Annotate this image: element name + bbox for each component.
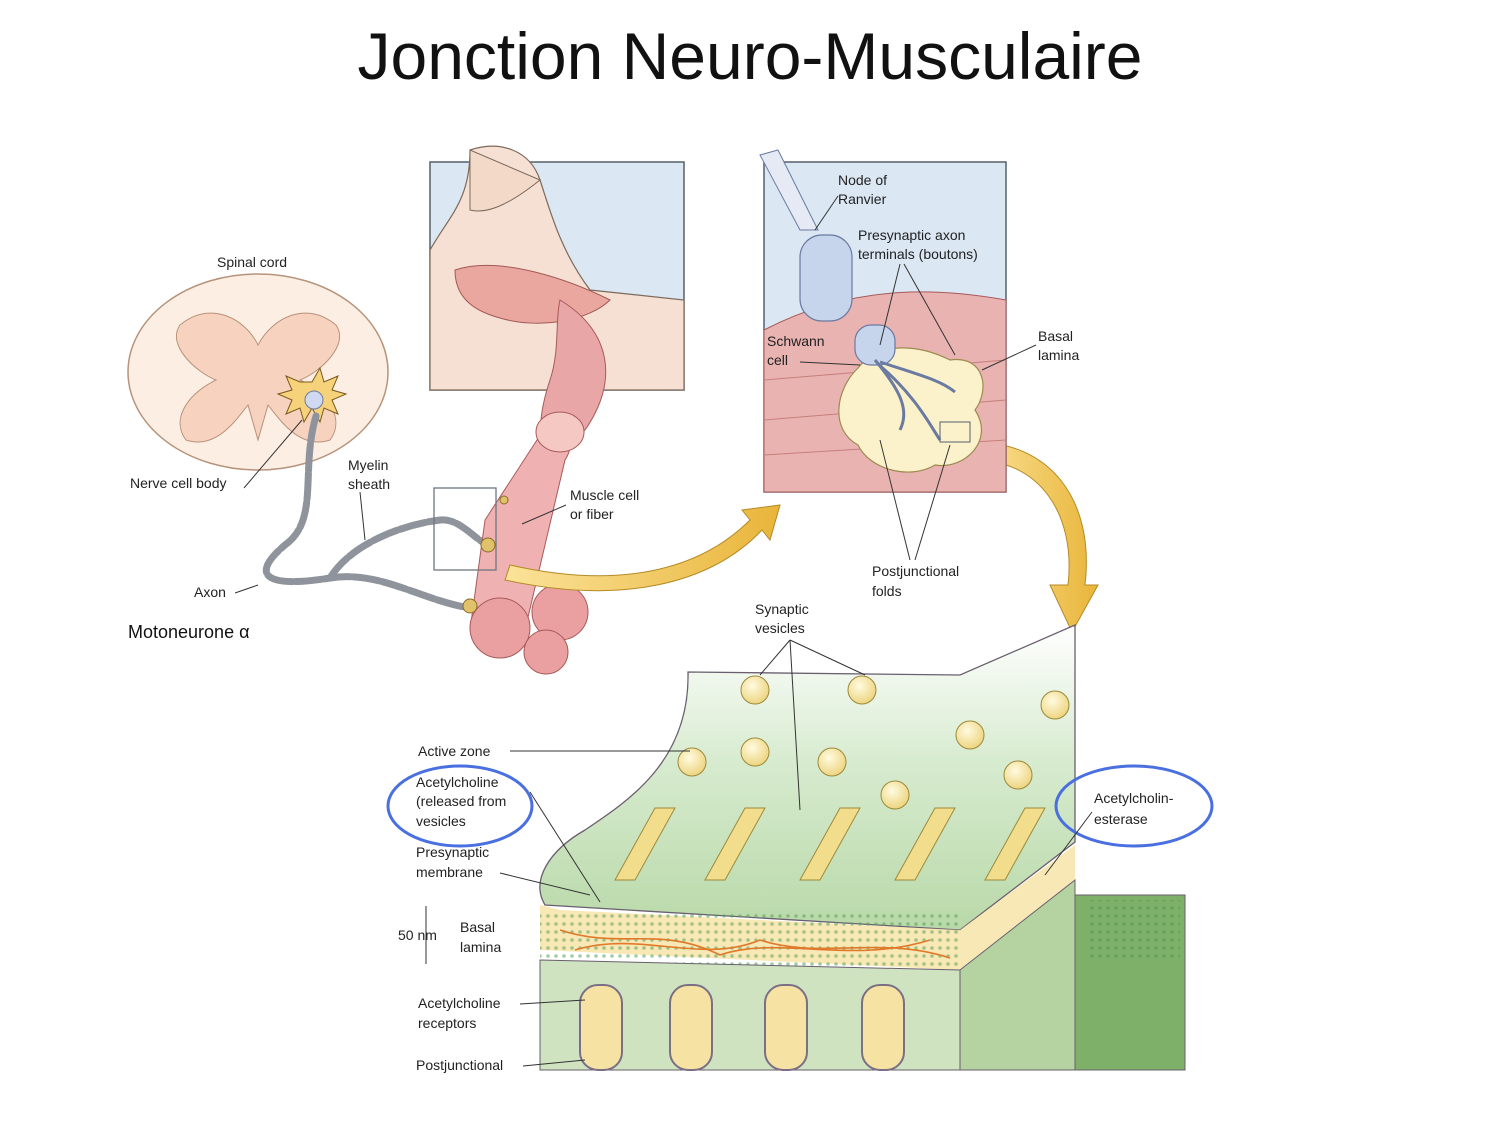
leader-lines (234, 195, 1093, 1067)
label-myelin-2: sheath (348, 476, 390, 492)
label-node-ranvier-2: Ranvier (838, 191, 887, 207)
label-muscle-cell-2: or fiber (570, 506, 614, 522)
spinal-cord (127, 273, 389, 471)
axon-branch (326, 516, 492, 582)
label-spinal-cord: Spinal cord (217, 254, 287, 270)
label-node-ranvier-1: Node of (838, 172, 887, 188)
label-muscle-cell-1: Muscle cell (570, 487, 639, 503)
label-ach-released-3: vesicles (416, 813, 466, 829)
label-active-zone: Active zone (418, 743, 491, 759)
terminal-panel (759, 149, 1007, 493)
label-ache-2: esterase (1094, 811, 1148, 827)
label-basal-lamina-top-2: lamina (1038, 347, 1079, 363)
label-presynaptic-membrane-2: membrane (416, 864, 483, 880)
nerve-cell-body (276, 366, 348, 424)
label-basal-lamina-top-1: Basal (1038, 328, 1073, 344)
label-nerve-cell-body-1: Nerve cell body (130, 475, 227, 491)
label-synaptic-vesicles-2: vesicles (755, 620, 805, 636)
label-motoneurone: Motoneurone α (128, 622, 249, 642)
label-basal-lamina-bottom-2: lamina (460, 939, 501, 955)
arm-panel (429, 145, 685, 391)
label-axon: Axon (194, 584, 226, 600)
page-title: Jonction Neuro-Musculaire (357, 19, 1143, 93)
label-ach-released-2: (released from (416, 793, 506, 809)
muscle-fiber (462, 299, 607, 675)
synaptic-vesicles (614, 675, 1070, 881)
label-presynaptic-membrane-1: Presynaptic (416, 844, 489, 860)
label-ach-receptors-2: receptors (418, 1015, 476, 1031)
zoom-box-small (433, 487, 497, 571)
label-postjunctional-folds-2: folds (872, 583, 902, 599)
label-postjunctional-folds-1: Postjunctional (872, 563, 959, 579)
label-presynaptic-terminals-2: terminals (boutons) (858, 246, 978, 262)
label-presynaptic-terminals-1: Presynaptic axon (858, 227, 965, 243)
label-postjunctional-bottom: Postjunctional (416, 1057, 503, 1073)
label-ach-receptors-1: Acetylcholine (418, 995, 501, 1011)
axon (262, 412, 474, 612)
label-ach-released-1: Acetylcholine (416, 774, 499, 790)
label-schwann-1: Schwann (767, 333, 825, 349)
synapse-detail (539, 624, 1186, 1071)
label-fifty-nm: 50 nm (398, 927, 437, 943)
label-synaptic-vesicles-1: Synaptic (755, 601, 809, 617)
label-basal-lamina-bottom-1: Basal (460, 919, 495, 935)
zoom-arrow-1 (504, 504, 781, 592)
highlight-ring-acetylcholinesterase (1054, 764, 1214, 848)
label-ache-1: Acetylcholin- (1094, 790, 1174, 806)
label-schwann-2: cell (767, 352, 788, 368)
label-myelin-1: Myelin (348, 457, 388, 473)
highlight-ring-acetylcholine (386, 764, 534, 848)
